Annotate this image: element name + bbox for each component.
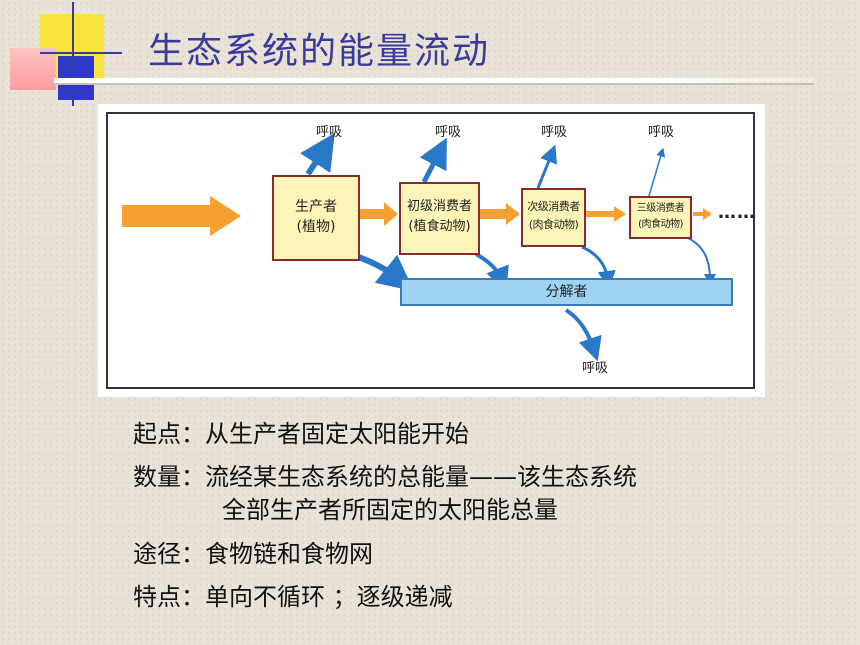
tertiary-consumer-box: 三级消费者 (肉食动物) — [629, 196, 692, 239]
to-decomposer-arrow-2 — [475, 252, 509, 292]
primary-consumer-sublabel: (植食动物) — [408, 219, 471, 234]
tertiary-consumer-label: 三级消费者 — [636, 203, 685, 214]
note-feature: 特点：单向不循环 ；逐级递减 — [133, 583, 453, 611]
energy-flow-diagram: 生产者 (植物) 初级消费者 (植食动物) 次级消费者 (肉食动物) 三级消费者… — [98, 104, 765, 397]
decor-pink-square — [10, 48, 56, 90]
flow-arrow-3 — [585, 206, 626, 222]
producer-sublabel: (植物) — [296, 219, 336, 235]
decor-vertical-line — [72, 2, 74, 106]
producer-box: 生产者 (植物) — [272, 175, 360, 261]
title-underline — [54, 78, 814, 83]
respiration-arrow-3 — [536, 144, 558, 189]
to-decomposer-arrow-1 — [354, 253, 415, 292]
tertiary-consumer-sublabel: (肉食动物) — [638, 219, 683, 230]
secondary-consumer-box: 次级消费者 (肉食动物) — [521, 188, 586, 247]
note-pathway: 途径：食物链和食物网 — [133, 540, 373, 568]
producer-label: 生产者 — [295, 199, 337, 215]
diagram-arrows — [122, 132, 716, 362]
flow-arrow-4 — [693, 208, 712, 220]
decor-horizontal-line — [40, 52, 122, 54]
note-amount-line2: 全部生产者所固定的太阳能总量 — [222, 496, 558, 524]
secondary-consumer-sublabel: (肉食动物) — [528, 218, 579, 231]
respiration-label-3: 呼吸 — [541, 125, 568, 140]
note-start: 起点：从生产者固定太阳能开始 — [133, 420, 469, 448]
respiration-label-decomposer: 呼吸 — [582, 361, 609, 376]
to-decomposer-arrow-3 — [581, 245, 616, 289]
respiration-label-4: 呼吸 — [648, 125, 675, 140]
flow-arrow-2 — [480, 203, 520, 225]
note-amount-line1: 数量：流经某生态系统的总能量——该生态系统 — [133, 463, 637, 491]
respiration-arrow-1 — [300, 132, 335, 176]
primary-consumer-label: 初级消费者 — [406, 199, 472, 214]
primary-consumer-box: 初级消费者 (植食动物) — [399, 182, 480, 255]
respiration-arrow-2 — [419, 137, 447, 184]
decomposer-respiration-arrow — [564, 308, 602, 362]
page-title: 生态系统的能量流动 — [148, 31, 491, 72]
flow-arrow-1 — [359, 202, 398, 226]
secondary-consumer-label: 次级消费者 — [527, 200, 580, 213]
title-underline-shadow — [54, 83, 814, 85]
respiration-label-2: 呼吸 — [435, 125, 462, 140]
diagram-border — [106, 112, 755, 389]
to-decomposer-arrow-4 — [687, 237, 716, 286]
sunlight-arrow — [122, 196, 241, 236]
respiration-label-1: 呼吸 — [316, 125, 343, 140]
continuation-ellipsis: …… — [718, 202, 756, 223]
decomposer-box: 分解者 — [400, 278, 733, 306]
respiration-arrow-4 — [648, 147, 666, 197]
